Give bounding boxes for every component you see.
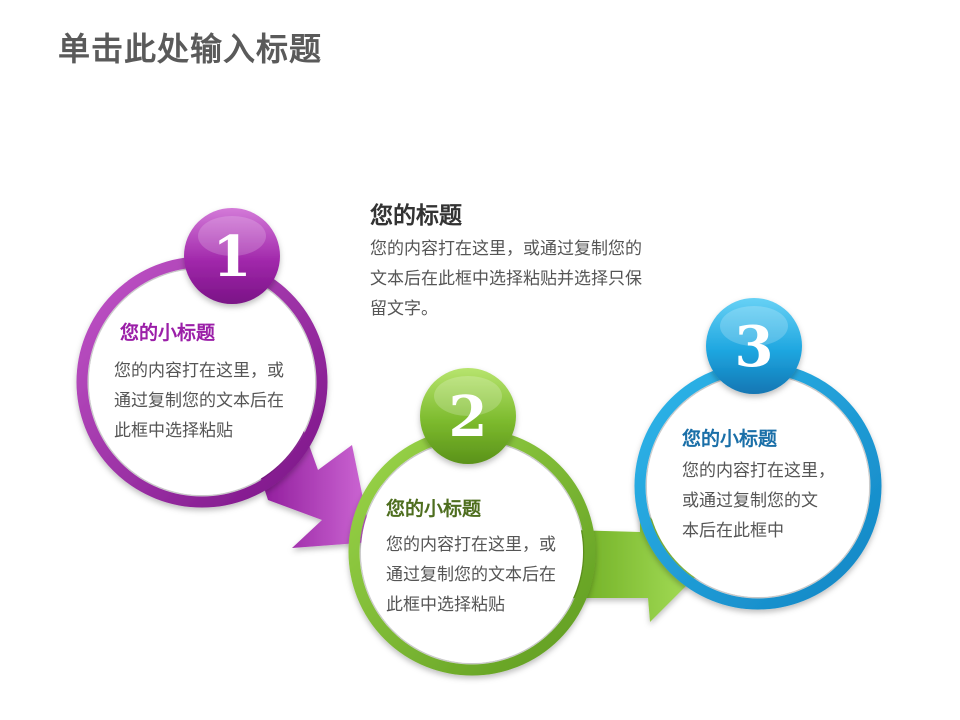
step-2-number-badge: 2	[420, 368, 516, 464]
step-1-body: 您的内容打在这里，或 通过复制您的文本后在 此框中选择粘贴	[114, 356, 314, 446]
step-3-number: 3	[735, 314, 774, 380]
step-2-body-line: 通过复制您的文本后在	[386, 565, 556, 585]
page-title: 单击此处输入标题	[58, 30, 323, 68]
step-3-body-line: 本后在此框中	[682, 521, 784, 541]
section-body-line: 您的内容打在这里，或通过复制您的	[370, 239, 642, 259]
step-2-number: 2	[449, 384, 488, 450]
step-3-body-line: 或通过复制您的文	[682, 491, 818, 511]
section-body-line: 留文字。	[370, 299, 438, 319]
step-3-body-line: 您的内容打在这里，	[682, 461, 835, 481]
step-2-body-line: 此框中选择粘贴	[386, 595, 505, 615]
step-1-subtitle: 您的小标题	[120, 322, 216, 344]
section-title: 您的标题	[370, 203, 462, 229]
step-3-body: 您的内容打在这里， 或通过复制您的文 本后在此框中	[682, 456, 852, 546]
step-2-body: 您的内容打在这里，或 通过复制您的文本后在 此框中选择粘贴	[386, 530, 586, 620]
step-1-body-line: 您的内容打在这里，或	[114, 361, 284, 381]
step-1-number: 1	[213, 224, 252, 290]
section-body: 您的内容打在这里，或通过复制您的 文本后在此框中选择粘贴并选择只保 留文字。	[370, 234, 690, 324]
step-1-body-line: 通过复制您的文本后在	[114, 391, 284, 411]
step-1-number-badge: 1	[184, 208, 280, 304]
step-2-body-line: 您的内容打在这里，或	[386, 535, 556, 555]
arrow-2-to-3	[570, 506, 700, 622]
section-body-line: 文本后在此框中选择粘贴并选择只保	[370, 269, 642, 289]
step-2-subtitle: 您的小标题	[386, 498, 482, 520]
step-3-subtitle: 您的小标题	[682, 428, 778, 450]
step-1-body-line: 此框中选择粘贴	[114, 421, 233, 441]
step-3-number-badge: 3	[706, 298, 802, 394]
